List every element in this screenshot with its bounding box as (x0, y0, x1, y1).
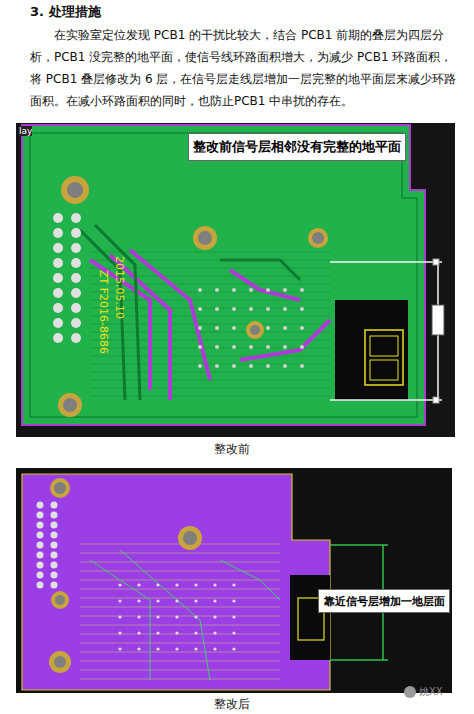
callout-text: 整改前信号层相邻没有完整的地平面 (193, 138, 401, 156)
pcb-after (16, 468, 452, 693)
screen-tab: lay (19, 126, 32, 136)
body-paragraph: 在实验室定位发现 PCB1 的干扰比较大，结合 PCB1 前期的叠层为四层分析，… (30, 24, 458, 112)
section-title: 3. 处理措施 (30, 3, 101, 21)
callout-box: 靠近信号层增加一地层面 (318, 589, 450, 613)
figure-caption: 整改后 (214, 696, 250, 713)
pcb-before (16, 123, 455, 437)
callout-box: 整改前信号层相邻没有完整的地平面 (188, 133, 406, 161)
silkscreen-text: ZT F2016-8686 (97, 270, 110, 354)
callout-text: 靠近信号层增加一地层面 (324, 594, 445, 609)
watermark: 姚XX (419, 685, 443, 699)
wechat-icon (404, 686, 416, 698)
figure-caption: 整改前 (214, 441, 250, 458)
silkscreen-text: 2015.05.10 (113, 256, 126, 319)
